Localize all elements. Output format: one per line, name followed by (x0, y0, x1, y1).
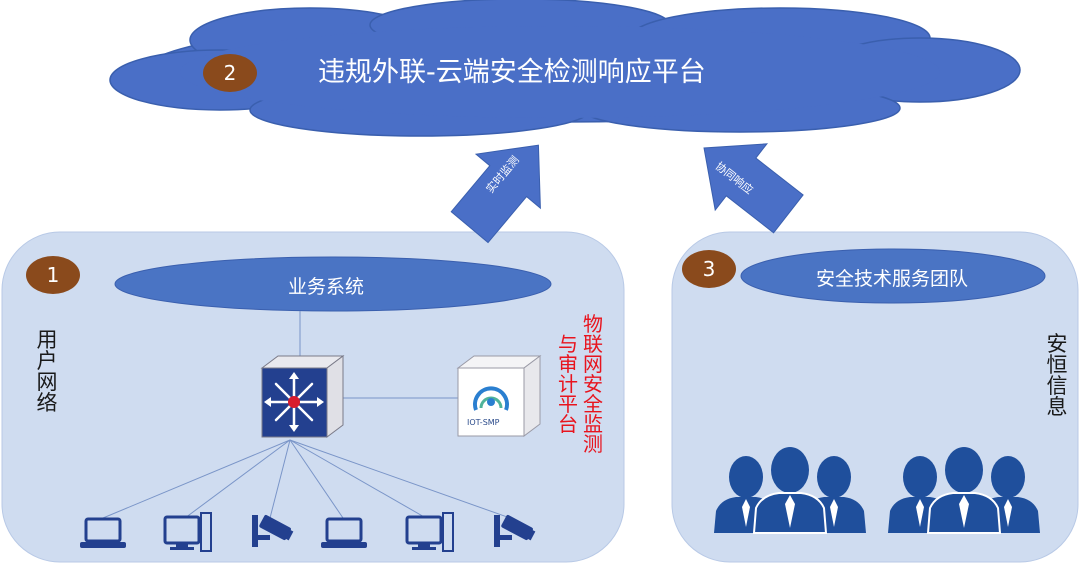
desktop-icon (405, 512, 454, 552)
camera-icon (494, 515, 536, 547)
laptop-icon (321, 517, 367, 548)
security-team-side-label: 安恒信息 (1046, 332, 1068, 419)
switch-icon (260, 355, 345, 438)
iot-device-label: IOT-SMP (467, 418, 500, 427)
cloud-shape (109, 0, 1021, 137)
arrow-up-left (450, 144, 541, 244)
user-network-side-label: 用户网络 (36, 328, 58, 415)
cloud-title: 违规外联-云端安全检测响应平台 (318, 57, 706, 88)
user-network-badge: 1 (26, 256, 80, 294)
person-group-icon (888, 447, 1040, 534)
iot-smp-device-icon (456, 355, 542, 437)
security-team-badge: 3 (682, 250, 736, 288)
person-group-icon (714, 447, 866, 534)
business-system-label: 业务系统 (288, 276, 365, 298)
security-team-ellipse (740, 248, 1046, 304)
platform-label-col1: 与审计平台 (558, 332, 578, 436)
security-team-label: 安全技术服务团队 (816, 268, 969, 290)
laptop-icon (80, 517, 126, 548)
camera-icon (252, 515, 294, 547)
arrow-up-right (703, 143, 804, 234)
connection-lines (102, 311, 511, 519)
cloud-number-badge: 2 (203, 54, 257, 92)
platform-label-col2: 物联网安全监测 (583, 312, 603, 456)
business-system-ellipse (114, 256, 552, 312)
desktop-icon (163, 512, 212, 552)
